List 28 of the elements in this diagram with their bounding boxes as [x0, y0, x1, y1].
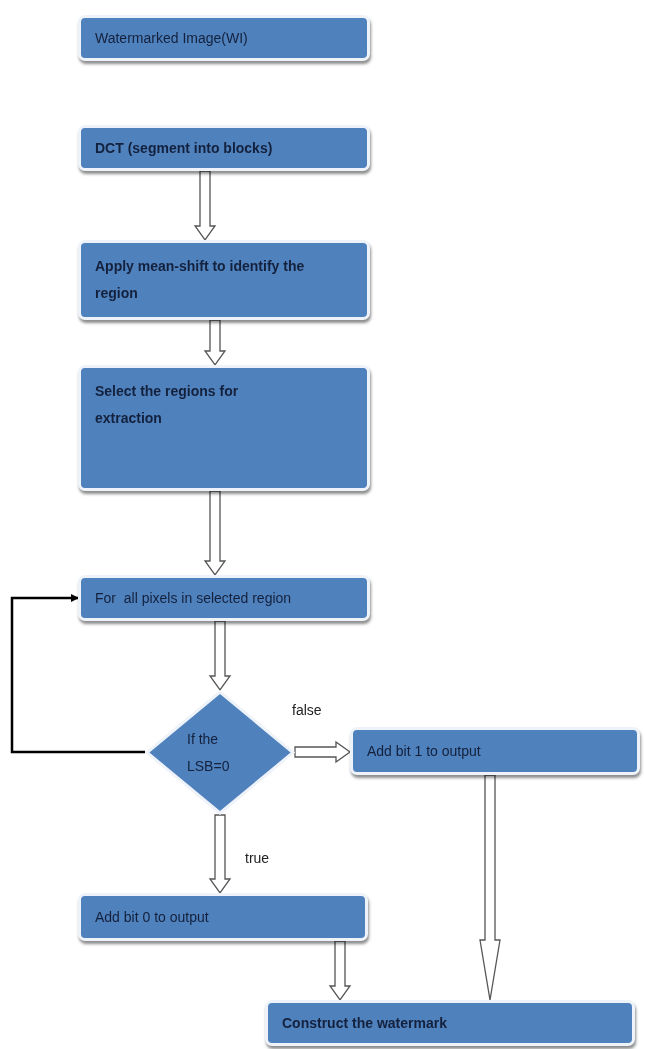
- loop-arrow: [10, 594, 145, 754]
- block-arrow: [203, 319, 227, 367]
- step-text: Select the regions for extraction: [95, 382, 240, 428]
- block-arrow: [479, 774, 501, 1001]
- block-arrow: [328, 940, 352, 1002]
- process-box: [78, 240, 370, 320]
- process-box: [78, 365, 370, 491]
- step-text: For all pixels in selected region: [95, 588, 292, 608]
- block-arrow: [208, 814, 232, 895]
- process-box: [78, 575, 370, 621]
- step-text: DCT (segment into blocks): [95, 138, 273, 158]
- block-arrow: [294, 740, 352, 764]
- step-text: Construct the watermark: [282, 1013, 447, 1033]
- edge-label: false: [290, 702, 324, 718]
- step-text: Add bit 0 to output: [95, 907, 209, 927]
- decision-text: If the LSB=0: [187, 729, 231, 776]
- block-arrow: [208, 620, 232, 692]
- process-box: [78, 15, 370, 61]
- edge-label: true: [243, 850, 272, 866]
- process-box: [265, 1000, 635, 1046]
- block-arrow: [203, 490, 227, 577]
- step-text: Watermarked Image(WI): [95, 28, 248, 48]
- process-box: [78, 125, 370, 171]
- step-text: Add bit 1 to output: [367, 741, 481, 761]
- process-box: [350, 727, 640, 775]
- block-arrow: [193, 170, 217, 242]
- step-text: Apply mean-shift to identify the region: [95, 257, 306, 303]
- process-box: [78, 893, 368, 941]
